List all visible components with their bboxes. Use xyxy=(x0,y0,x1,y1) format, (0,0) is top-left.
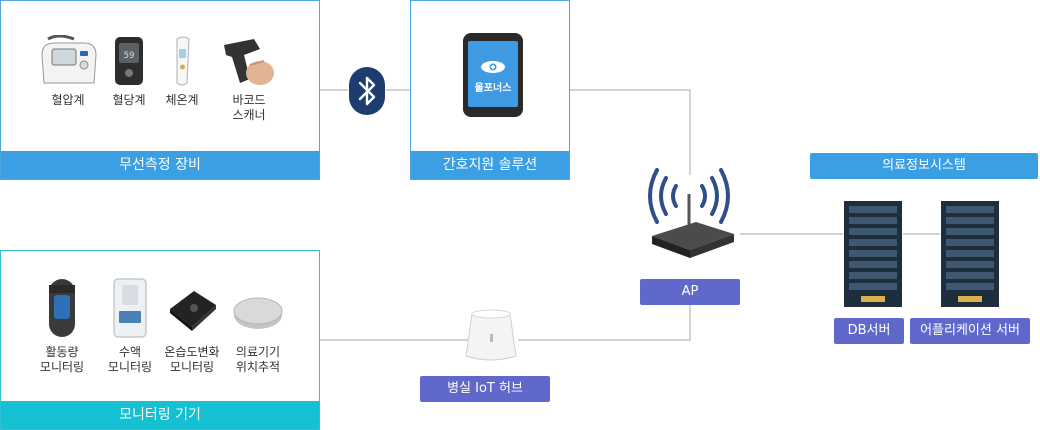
glucose-meter-icon: 59 xyxy=(98,35,160,87)
iot-hub-label: 병실 IoT 허브 xyxy=(420,376,550,402)
device-humidity-sensor: 온습도변화 모니터링 xyxy=(161,277,223,375)
device-label: 체온계 xyxy=(165,93,199,107)
iot-hub-icon xyxy=(462,306,520,364)
device-label: 수액 모니터링 xyxy=(107,345,153,374)
app-server-icon xyxy=(940,200,1000,308)
device-label: 혈당계 xyxy=(112,93,146,107)
thermometer-icon xyxy=(151,35,213,87)
line-nursing-to-ap xyxy=(570,89,691,175)
svg-text:59: 59 xyxy=(124,51,135,61)
wifi-router-icon xyxy=(646,164,736,264)
device-label: 활동량 모니터링 xyxy=(39,345,85,374)
db-server-label: DB서버 xyxy=(834,318,904,344)
location-tag-icon xyxy=(227,277,289,339)
device-label: 온습도변화 모니터링 xyxy=(164,345,220,374)
activity-band-icon xyxy=(31,277,93,339)
nursing-solution-panel: 울포너스 간호지원 솔루션 xyxy=(410,0,570,180)
barcode-scanner-icon xyxy=(218,35,280,89)
monitoring-devices-panel: 활동량 모니터링 수액 모니터링 온습도변화 모니터링 xyxy=(0,250,320,430)
nursing-panel-title: 간호지원 솔루션 xyxy=(411,151,569,179)
monitoring-panel-title: 모니터링 기기 xyxy=(1,401,319,429)
iv-monitor-icon xyxy=(99,277,161,339)
blood-pressure-monitor-icon xyxy=(37,35,99,87)
device-label: 바코드 스캐너 xyxy=(232,93,266,122)
wireless-devices-panel: 혈압계 59 혈당계 체온계 xyxy=(0,0,320,180)
tablet-icon: 울포너스 xyxy=(461,31,525,119)
ap-label: AP xyxy=(640,279,740,305)
app-server-label: 어플리케이션 서버 xyxy=(910,318,1030,344)
db-server-icon xyxy=(843,200,903,308)
bluetooth-icon xyxy=(348,66,386,116)
his-title: 의료정보시스템 xyxy=(810,153,1038,179)
device-label: 의료기기 위치추적 xyxy=(235,345,281,374)
humidity-sensor-icon xyxy=(161,277,223,339)
device-blood-pressure: 혈압계 xyxy=(37,35,99,108)
device-glucose-meter: 59 혈당계 xyxy=(98,35,160,108)
device-location-tag: 의료기기 위치추적 xyxy=(227,277,289,375)
wireless-panel-title: 무선측정 장비 xyxy=(1,151,319,179)
line-hub-to-ap xyxy=(518,305,691,341)
device-label: 혈압계 xyxy=(51,93,85,107)
device-thermometer: 체온계 xyxy=(151,35,213,108)
device-activity-band: 활동량 모니터링 xyxy=(31,277,93,375)
device-iv-monitor: 수액 모니터링 xyxy=(99,277,161,375)
device-barcode-scanner: 바코드 스캐너 xyxy=(218,35,280,123)
app-name: 울포너스 xyxy=(474,83,512,94)
